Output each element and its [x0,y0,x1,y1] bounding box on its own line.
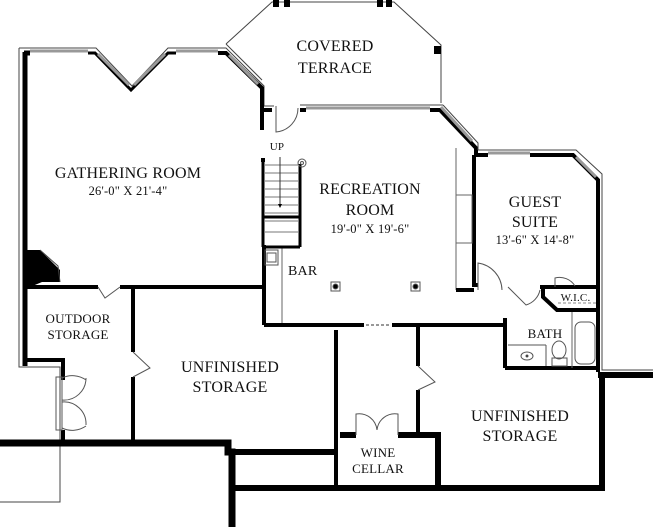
room-name: OUTDOOR [45,311,111,326]
room-name: CELLAR [352,461,404,476]
room-name: TERRACE [297,60,373,77]
wine-cellar-door[interactable] [355,413,399,435]
room-name: COVERED [296,38,374,55]
room-name: UNFINISHED [471,408,569,425]
room-name: WINE [360,445,396,460]
wic-door[interactable] [554,276,576,287]
terrace-column [434,46,441,54]
room-bath: BATH [527,326,563,341]
room-dimensions: 13'-6" X 14'-8" [495,233,575,247]
room-dimensions: 19'-0" X 19'-6" [330,222,410,236]
terrace-column [284,0,290,7]
foundation-walls [0,330,653,527]
terrace-door[interactable] [275,106,299,133]
room-name: ROOM [345,202,395,219]
doors [55,106,576,435]
room-name: SUITE [511,214,559,231]
bar-sink-icon [264,249,279,266]
column-post-icon [410,281,421,292]
room-wic: W.I.C. [560,292,591,304]
room-bar: BAR [288,264,318,279]
guest-suite-door[interactable] [477,262,503,291]
stairs[interactable] [261,157,307,249]
column-post-icon [330,281,341,292]
east-storage-door[interactable] [417,365,436,391]
bathtub-icon [574,321,596,365]
room-name: GATHERING ROOM [54,165,202,182]
room-name: STORAGE [192,379,268,396]
terrace-column [386,0,392,7]
room-dimensions: 26'-0" X 21'-4" [88,184,168,198]
toilet-icon [551,340,567,360]
stairs-up-label: UP [269,141,285,153]
room-name: STORAGE [47,327,109,342]
exterior-wall-west [0,48,65,503]
room-name: RECREATION [319,181,421,198]
outdoor-double-door[interactable] [61,375,87,431]
unfinished-storage-door[interactable] [132,351,151,378]
room-name: UNFINISHED [181,359,279,376]
outdoor-storage-door[interactable] [97,286,121,299]
room-name: STORAGE [482,428,558,445]
terrace-column [377,0,383,7]
room-name: GUEST [508,194,562,211]
interior-walls [25,110,598,488]
newel-post [297,158,307,168]
terrace-column [273,0,279,7]
fixtures [264,249,596,367]
covered-terrace-outline [225,0,442,103]
bath-door[interactable] [507,286,541,306]
bath-sink-icon [520,351,534,361]
